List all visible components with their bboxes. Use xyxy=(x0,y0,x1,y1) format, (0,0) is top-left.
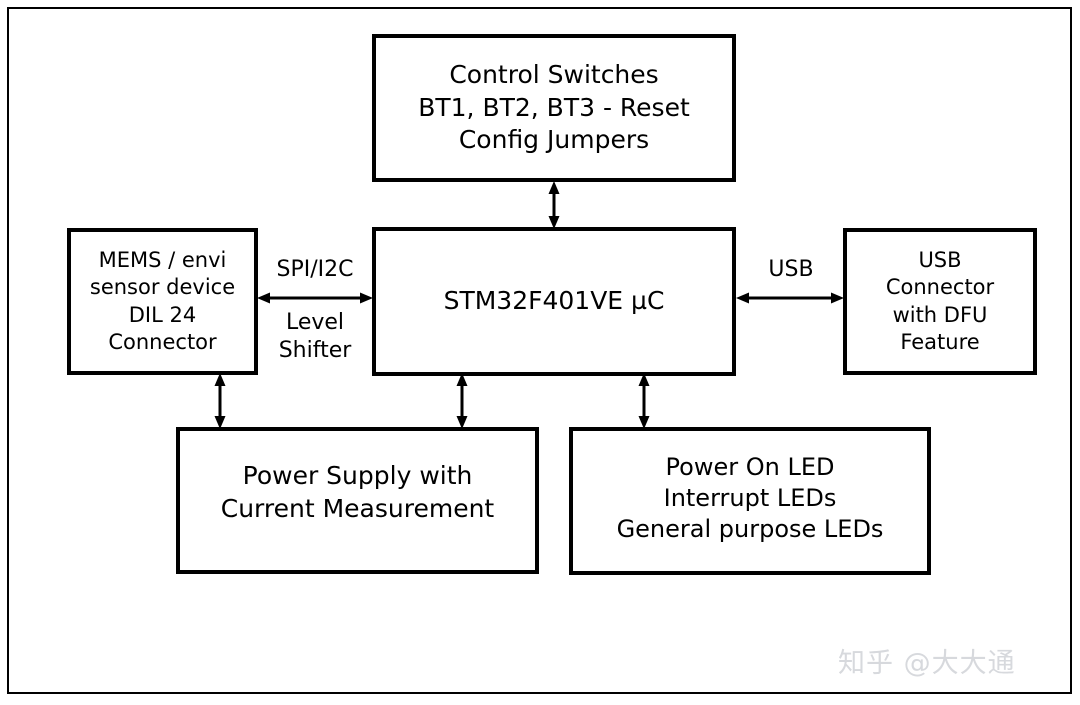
block-usb-connector-line-2: Connector xyxy=(885,275,995,300)
block-control-switches-line-1: Control Switches xyxy=(449,60,659,90)
connector-mcu-to-usb xyxy=(735,284,845,312)
block-mcu: STM32F401VE µC xyxy=(372,227,736,376)
connector-mcu-to-leds xyxy=(630,372,658,430)
block-mems-sensor: MEMS / envi sensor device DIL 24 Connect… xyxy=(67,228,258,375)
block-leds-line-2: Interrupt LEDs xyxy=(663,484,837,513)
block-usb-connector-line-3: with DFU xyxy=(892,302,988,327)
block-control-switches-line-3: Config Jumpers xyxy=(458,125,650,155)
block-usb-connector-line-4: Feature xyxy=(900,329,980,354)
connection-label-level-shifter: Level Shifter xyxy=(258,309,372,365)
block-mems-sensor-line-4: Connector xyxy=(108,329,217,354)
diagram-outer-frame xyxy=(7,7,1072,694)
connection-label-spi-i2c: SPI/I2C xyxy=(276,257,354,282)
connection-label-usb: USB xyxy=(768,257,814,282)
block-leds-line-3: General purpose LEDs xyxy=(616,515,884,544)
block-control-switches: Control Switches BT1, BT2, BT3 - Reset C… xyxy=(372,34,736,182)
block-leds: Power On LED Interrupt LEDs General purp… xyxy=(569,427,931,575)
block-mcu-line-1: STM32F401VE µC xyxy=(443,286,665,316)
block-usb-connector: USB Connector with DFU Feature xyxy=(843,228,1037,375)
connector-mcu-to-power-supply xyxy=(448,372,476,430)
connection-label-level-shifter-line-1: Level xyxy=(285,310,345,335)
block-control-switches-line-2: BT1, BT2, BT3 - Reset xyxy=(418,92,690,122)
connector-mems-to-power-supply xyxy=(206,372,234,430)
block-power-supply: Power Supply with Current Measurement xyxy=(176,427,539,574)
block-mems-sensor-line-3: DIL 24 xyxy=(128,302,197,327)
block-power-supply-line-1: Power Supply with xyxy=(242,461,473,490)
block-usb-connector-line-1: USB xyxy=(918,247,962,272)
block-leds-line-1: Power On LED xyxy=(665,453,835,481)
watermark: 知乎 @大大通 xyxy=(838,648,1016,679)
block-mems-sensor-line-2: sensor device xyxy=(89,275,236,300)
block-mems-sensor-line-1: MEMS / envi xyxy=(98,247,227,272)
connector-mcu-to-control-switches xyxy=(540,180,568,230)
block-power-supply-line-2: Current Measurement xyxy=(220,493,495,523)
connector-mems-to-mcu xyxy=(256,284,374,312)
connection-label-level-shifter-line-2: Shifter xyxy=(278,338,352,364)
